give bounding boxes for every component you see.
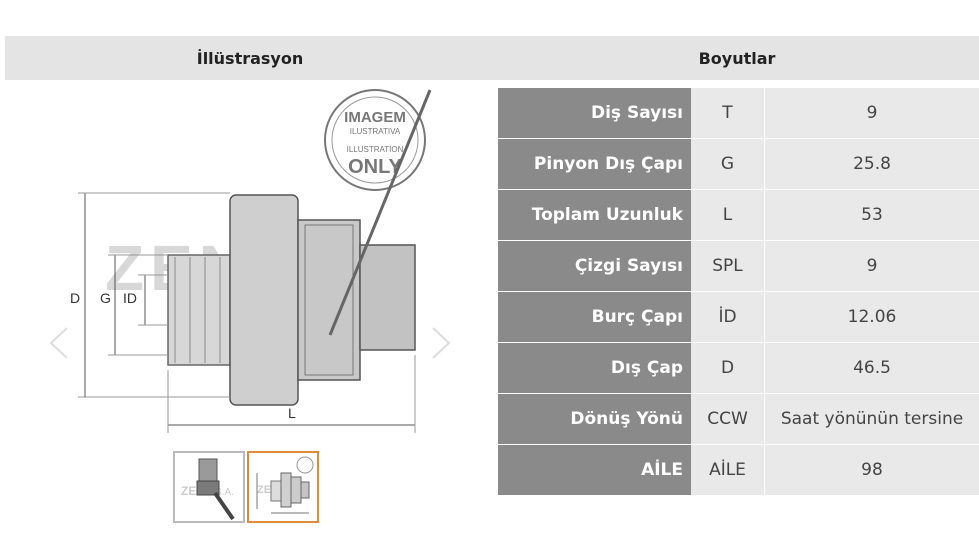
dim-g-label: G	[100, 290, 111, 306]
prev-arrow-icon[interactable]	[45, 323, 75, 363]
spec-value: 46.5	[764, 342, 979, 394]
dim-l-label: L	[288, 405, 296, 421]
dim-d-label: D	[70, 290, 80, 306]
flange-shape	[229, 194, 299, 406]
spec-symbol: CCW	[691, 393, 765, 445]
spec-value: Saat yönünün tersine	[764, 393, 979, 445]
spec-symbol: T	[691, 88, 765, 139]
spec-value: 53	[764, 189, 979, 241]
spec-value: 12.06	[764, 291, 979, 343]
thumbnail-photo[interactable]: ZEN S.A.	[173, 451, 245, 523]
spec-label: Diş Sayısı	[498, 88, 691, 139]
spec-symbol: G	[691, 138, 765, 190]
spec-label: Dönüş Yönü	[498, 393, 691, 445]
spec-symbol: AİLE	[691, 444, 765, 496]
spec-label: Toplam Uzunluk	[498, 189, 691, 241]
spec-value: 9	[764, 88, 979, 139]
spec-symbol: SPL	[691, 240, 765, 292]
next-arrow-icon[interactable]	[425, 323, 455, 363]
spec-label: Dış Çap	[498, 342, 691, 394]
spec-label: Pinyon Dış Çapı	[498, 138, 691, 190]
spec-value: 98	[764, 444, 979, 496]
dimensions-header-label: Boyutlar	[698, 48, 776, 68]
stamp-sub-text: ILUSTRATIVA	[350, 127, 401, 136]
pinion-shape	[167, 254, 231, 366]
spec-symbol: İD	[691, 291, 765, 343]
thumbnail-strip: ZEN S.A. ZEN S.A.	[173, 451, 319, 523]
spec-value: 9	[764, 240, 979, 292]
stamp-bottom-text: ONLY	[348, 156, 402, 178]
stamp-top-text: IMAGEM	[344, 109, 406, 126]
product-illustration: ZEN S.A. IMAGEM ILUSTRATIVA ILLUSTRATION…	[70, 89, 432, 433]
spec-label: AİLE	[498, 444, 691, 496]
dimensions-header: Boyutlar	[495, 36, 979, 80]
illustration-header: İllüstrasyon	[5, 36, 495, 80]
spec-value: 25.8	[764, 138, 979, 190]
photo-thumb-image: ZEN S.A.	[181, 458, 235, 521]
drawing-thumb-image: ZEN S.A.	[256, 456, 314, 514]
stamp-sub2-text: ILLUSTRATION	[347, 145, 404, 154]
spec-symbol: D	[691, 342, 765, 394]
spec-label: Çizgi Sayısı	[498, 240, 691, 292]
clutch-shape	[297, 219, 361, 381]
spec-symbol: L	[691, 189, 765, 241]
illustration-header-label: İllüstrasyon	[196, 48, 304, 68]
svg-text:S.A.: S.A.	[215, 487, 234, 498]
hub-shape	[359, 244, 416, 351]
thumbnail-drawing[interactable]: ZEN S.A.	[247, 451, 319, 523]
dim-id-label: ID	[123, 290, 137, 306]
spec-label: Burç Çapı	[498, 291, 691, 343]
